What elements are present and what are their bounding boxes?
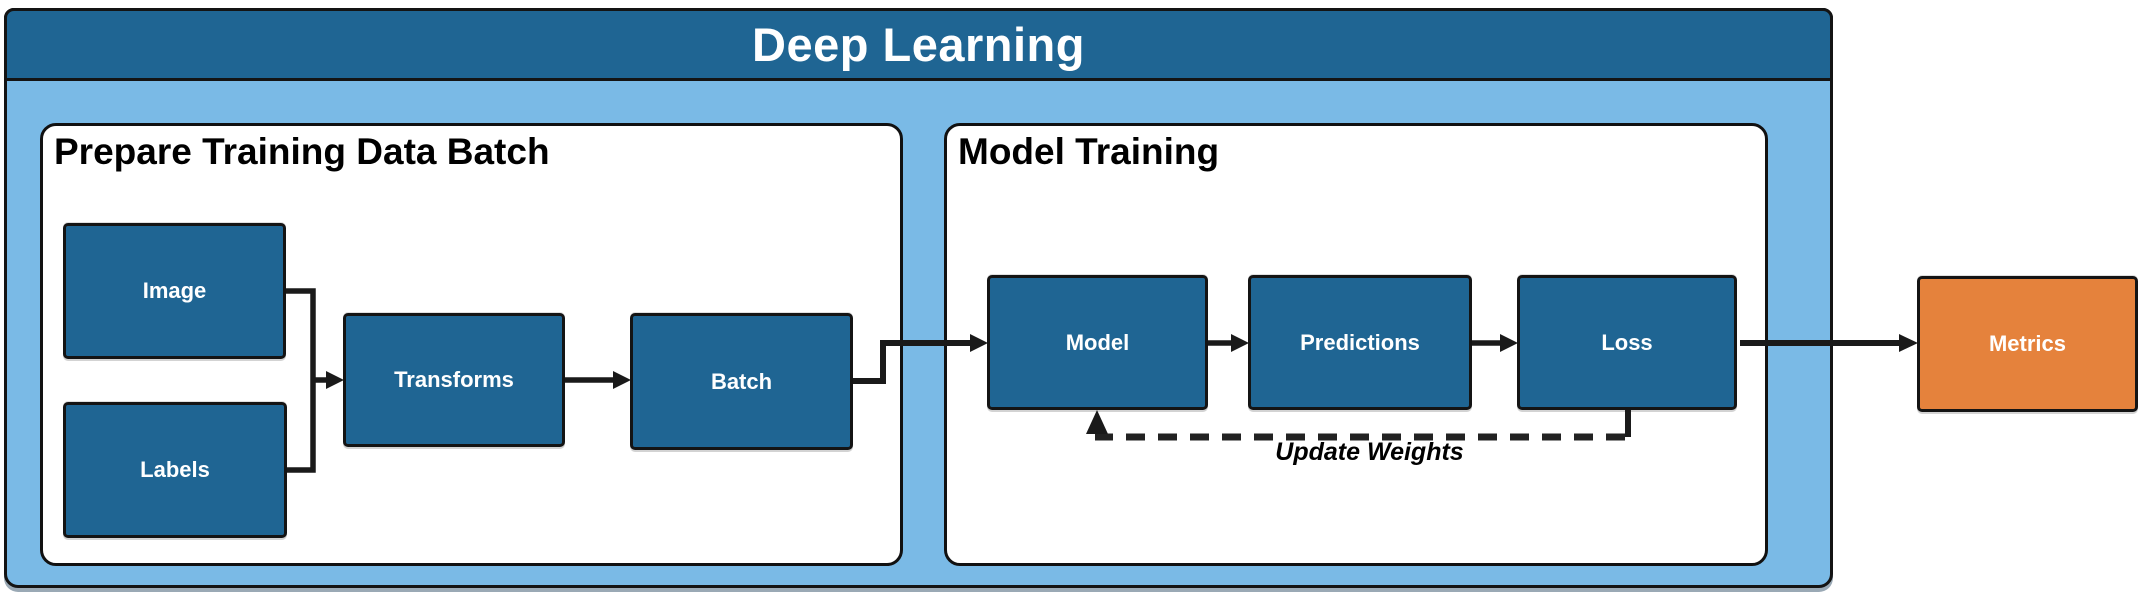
node-transforms-label: Transforms bbox=[394, 367, 514, 392]
model-training-panel-title: Model Training bbox=[958, 131, 1220, 172]
node-image-label: Image bbox=[142, 278, 207, 303]
node-labels-label: Labels bbox=[140, 457, 210, 482]
node-predictions: Predictions bbox=[1248, 275, 1472, 410]
node-loss-label: Loss bbox=[1601, 329, 1653, 355]
deep-learning-header: Deep Learning bbox=[4, 8, 1833, 81]
arrowhead-metrics bbox=[1899, 334, 1918, 352]
node-model-label: Model bbox=[1065, 329, 1130, 355]
node-metrics: Metrics bbox=[1917, 276, 2138, 412]
node-predictions-label: Predictions bbox=[1300, 329, 1420, 355]
diagram-title: Deep Learning bbox=[752, 18, 1085, 71]
node-transforms: Transforms bbox=[343, 313, 565, 447]
node-batch: Batch bbox=[630, 313, 853, 450]
node-loss: Loss bbox=[1517, 275, 1737, 410]
node-image: Image bbox=[63, 223, 286, 359]
node-labels: Labels bbox=[63, 402, 287, 538]
prepare-panel-title: Prepare Training Data Batch bbox=[54, 131, 550, 172]
update-weights-label: Update Weights bbox=[1275, 438, 1464, 466]
node-model: Model bbox=[987, 275, 1208, 410]
node-metrics-label: Metrics bbox=[1988, 331, 2067, 356]
node-batch-label: Batch bbox=[710, 368, 773, 394]
